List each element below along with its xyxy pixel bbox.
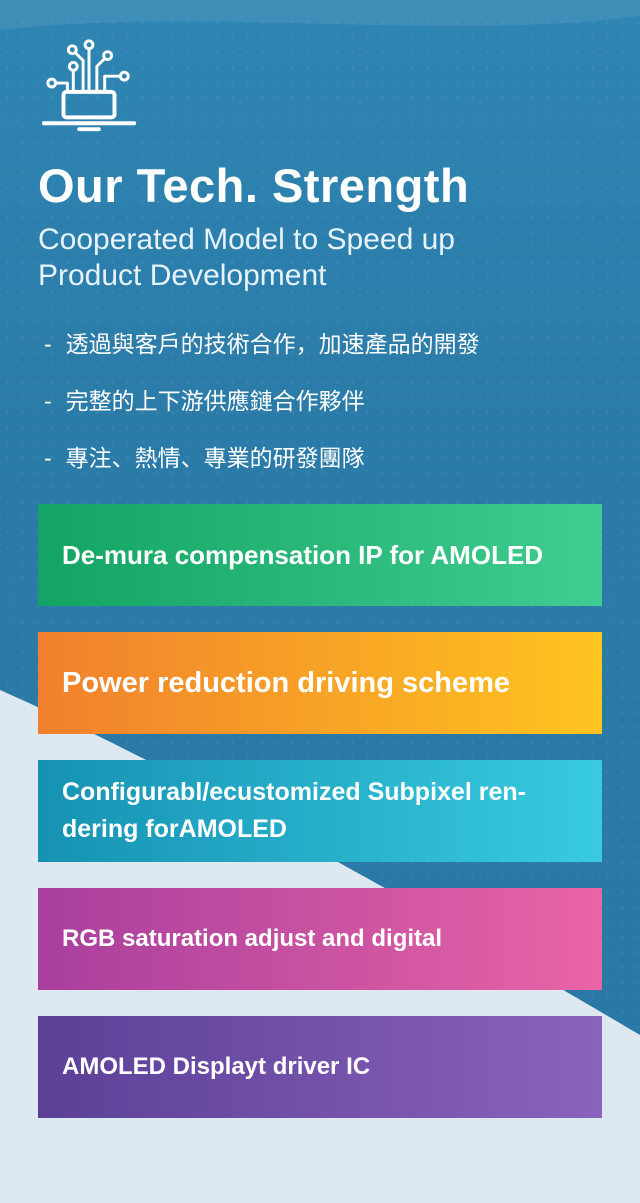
- banner-label: AMOLED Displayt driver IC: [62, 1053, 371, 1081]
- bullet-dash: -: [44, 444, 52, 471]
- banner-label: Configurabl/ecustomized Subpixel ren- de…: [62, 777, 526, 844]
- banner-label: RGB saturation adjust and digital: [62, 925, 443, 953]
- banner-label: Power reduction driving scheme: [62, 666, 510, 699]
- laptop-circuit-icon: [38, 36, 140, 136]
- banner-amoled-driver-ic: AMOLED Displayt driver IC: [38, 1016, 602, 1119]
- bullet-text: 完整的上下游供應鏈合作夥伴: [65, 387, 365, 414]
- bullet-item: - 完整的上下游供應鏈合作夥伴: [44, 386, 602, 417]
- banner-list: De-mura compensation IP for AMOLED Power…: [38, 504, 602, 1119]
- page-subtitle: Cooperated Model to Speed up Product Dev…: [38, 222, 455, 293]
- bullet-text: 專注、熱情、專業的研發團隊: [65, 444, 365, 471]
- content-column: Our Tech. Strength Cooperated Model to S…: [38, 36, 602, 1119]
- bullet-item: - 專注、熱情、專業的研發團隊: [44, 443, 602, 474]
- bullet-text: 透過與客戶的技術合作，加速產品的開發: [65, 330, 480, 357]
- bullet-item: - 透過與客戶的技術合作，加速產品的開發: [44, 329, 602, 360]
- bullet-dash: -: [44, 330, 52, 357]
- bullet-dash: -: [44, 387, 52, 414]
- banner-subpixel-rendering: Configurabl/ecustomized Subpixel ren- de…: [38, 760, 602, 863]
- banner-power-reduction: Power reduction driving scheme: [38, 632, 602, 735]
- banner-rgb-saturation: RGB saturation adjust and digital: [38, 888, 602, 991]
- bullet-list: - 透過與客戶的技術合作，加速產品的開發 - 完整的上下游供應鏈合作夥伴 - 專…: [38, 329, 602, 474]
- banner-demura-compensation: De-mura compensation IP for AMOLED: [38, 504, 602, 607]
- page-title: Our Tech. Strength: [38, 159, 470, 212]
- banner-label: De-mura compensation IP for AMOLED: [62, 539, 544, 570]
